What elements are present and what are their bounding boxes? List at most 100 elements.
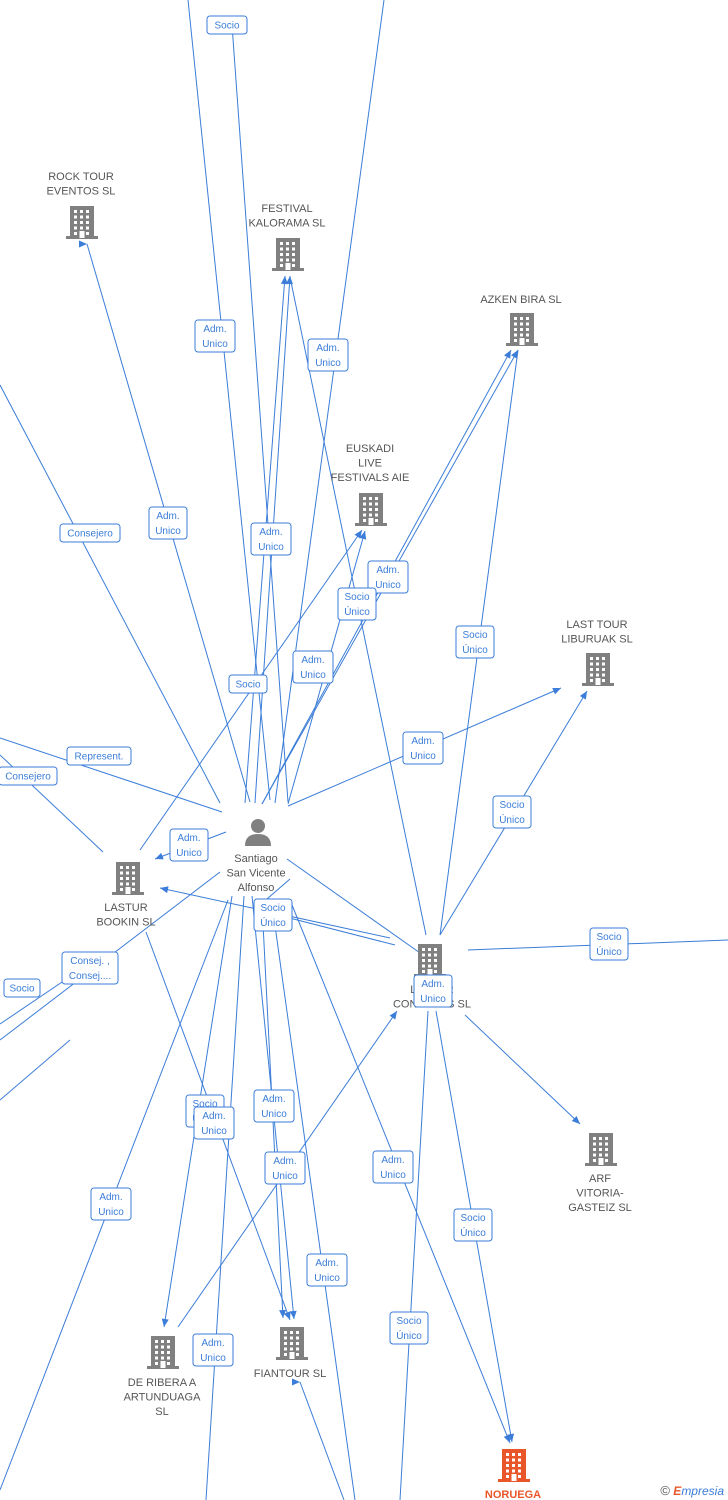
person-icon: [245, 819, 271, 846]
relation-label[interactable]: Represent.: [66, 746, 132, 766]
relation-label[interactable]: Adm. Unico: [413, 974, 453, 1008]
node-label: SL: [155, 1406, 168, 1418]
relation-text: Socio: [462, 630, 487, 641]
relation-label[interactable]: Adm. Unico: [192, 1333, 234, 1367]
relation-label[interactable]: Adm.Unico: [306, 1253, 348, 1287]
relation-label[interactable]: Adm.Unico: [193, 1106, 235, 1140]
node-label: ARTUNDUAGA: [124, 1392, 201, 1404]
relation-label[interactable]: Adm.Unico: [402, 731, 444, 765]
relation-text: Adm.: [301, 655, 324, 666]
edge-line: [205, 895, 245, 1500]
relation-text: Socio: [235, 680, 260, 691]
node-noruega[interactable]: NORUEGA: [485, 1449, 541, 1500]
building-icon: [147, 1336, 179, 1369]
node-label: KALORAMA SL: [248, 218, 325, 230]
edge-line: [0, 384, 221, 804]
building-icon: [355, 493, 387, 526]
relation-text: Único: [396, 1329, 422, 1342]
relation-label[interactable]: Adm.Unico: [292, 650, 334, 684]
relation-label[interactable]: Adm.Unico: [169, 828, 209, 862]
arrow-head: [280, 276, 288, 285]
edge-line: [0, 737, 223, 813]
arrow-head: [285, 276, 293, 285]
edge-line: [187, 0, 271, 801]
relation-text: Socio: [596, 932, 621, 943]
relation-label[interactable]: Socio: [206, 15, 248, 35]
arrow-head: [571, 1115, 580, 1124]
node-label: DE RIBERA A: [128, 1377, 197, 1389]
node-azken[interactable]: AZKEN BIRA SL: [480, 294, 562, 346]
relation-text: Adm.: [99, 1192, 122, 1203]
relation-label[interactable]: Consejero: [0, 766, 58, 786]
relation-text: Socio: [9, 984, 34, 995]
relation-text: Unico: [375, 580, 401, 591]
arrow-head: [511, 350, 518, 359]
node-label: FIANTOUR SL: [254, 1368, 327, 1380]
relation-label[interactable]: Adm.Unico: [367, 560, 409, 594]
relation-label[interactable]: Socio: [3, 978, 41, 998]
relation-text: Unico: [261, 1109, 287, 1120]
relation-label[interactable]: Adm.Unico: [90, 1187, 132, 1221]
node-label: NORUEGA: [485, 1489, 541, 1500]
relation-label[interactable]: Adm.Unico: [250, 522, 292, 556]
relation-label[interactable]: Consejero: [59, 523, 121, 543]
arrow-head: [283, 1311, 291, 1320]
arrow-head: [507, 1433, 515, 1442]
relation-text: Único: [260, 916, 286, 929]
relation-label[interactable]: Adm. Unico: [253, 1089, 295, 1123]
relation-text: Adm.: [202, 1111, 225, 1122]
relation-label[interactable]: Socio: [228, 674, 268, 694]
relation-label[interactable]: Adm.Unico: [264, 1151, 306, 1185]
relation-label[interactable]: Adm.Unico: [372, 1150, 414, 1184]
edge-line: [286, 858, 431, 961]
relation-text: Adm.: [259, 527, 282, 538]
arrow-head: [292, 1378, 300, 1386]
node-label: Santiago: [234, 853, 277, 865]
relation-text: Socio: [344, 592, 369, 603]
building-icon: [66, 206, 98, 239]
relation-text: Unico: [200, 1353, 226, 1364]
arrow-head: [279, 1309, 287, 1318]
relation-text: Unico: [272, 1171, 298, 1182]
relation-text: Unico: [314, 1273, 340, 1284]
node-fiantour[interactable]: FIANTOUR SL: [254, 1327, 327, 1380]
edge-line: [231, 24, 289, 803]
arrow-head: [161, 1318, 169, 1327]
arrow-head: [160, 886, 169, 894]
node-label: AZKEN BIRA SL: [480, 294, 561, 306]
relation-text: Único: [596, 945, 622, 958]
building-icon: [506, 313, 538, 346]
relation-text: Unico: [420, 994, 446, 1005]
relation-label[interactable]: Adm.Unico: [148, 506, 188, 540]
node-ribera[interactable]: DE RIBERA A ARTUNDUAGA SL: [124, 1336, 201, 1418]
relation-text: Consej. ,: [70, 956, 109, 967]
relation-text: Adm.: [201, 1338, 224, 1349]
relation-label[interactable]: Consej. ,Consej....: [61, 951, 119, 985]
building-icon: [276, 1327, 308, 1360]
empresia-logo: © Empresia: [660, 1483, 724, 1498]
relation-label[interactable]: Adm.Unico: [194, 319, 236, 353]
relation-text: Adm.: [411, 736, 434, 747]
relation-label[interactable]: Adm.Unico: [307, 338, 349, 372]
relation-text: Adm.: [421, 979, 444, 990]
arrow-head: [359, 531, 367, 540]
relation-text: Unico: [380, 1170, 406, 1181]
building-icon: [112, 862, 144, 895]
relation-text: Adm.: [262, 1094, 285, 1105]
